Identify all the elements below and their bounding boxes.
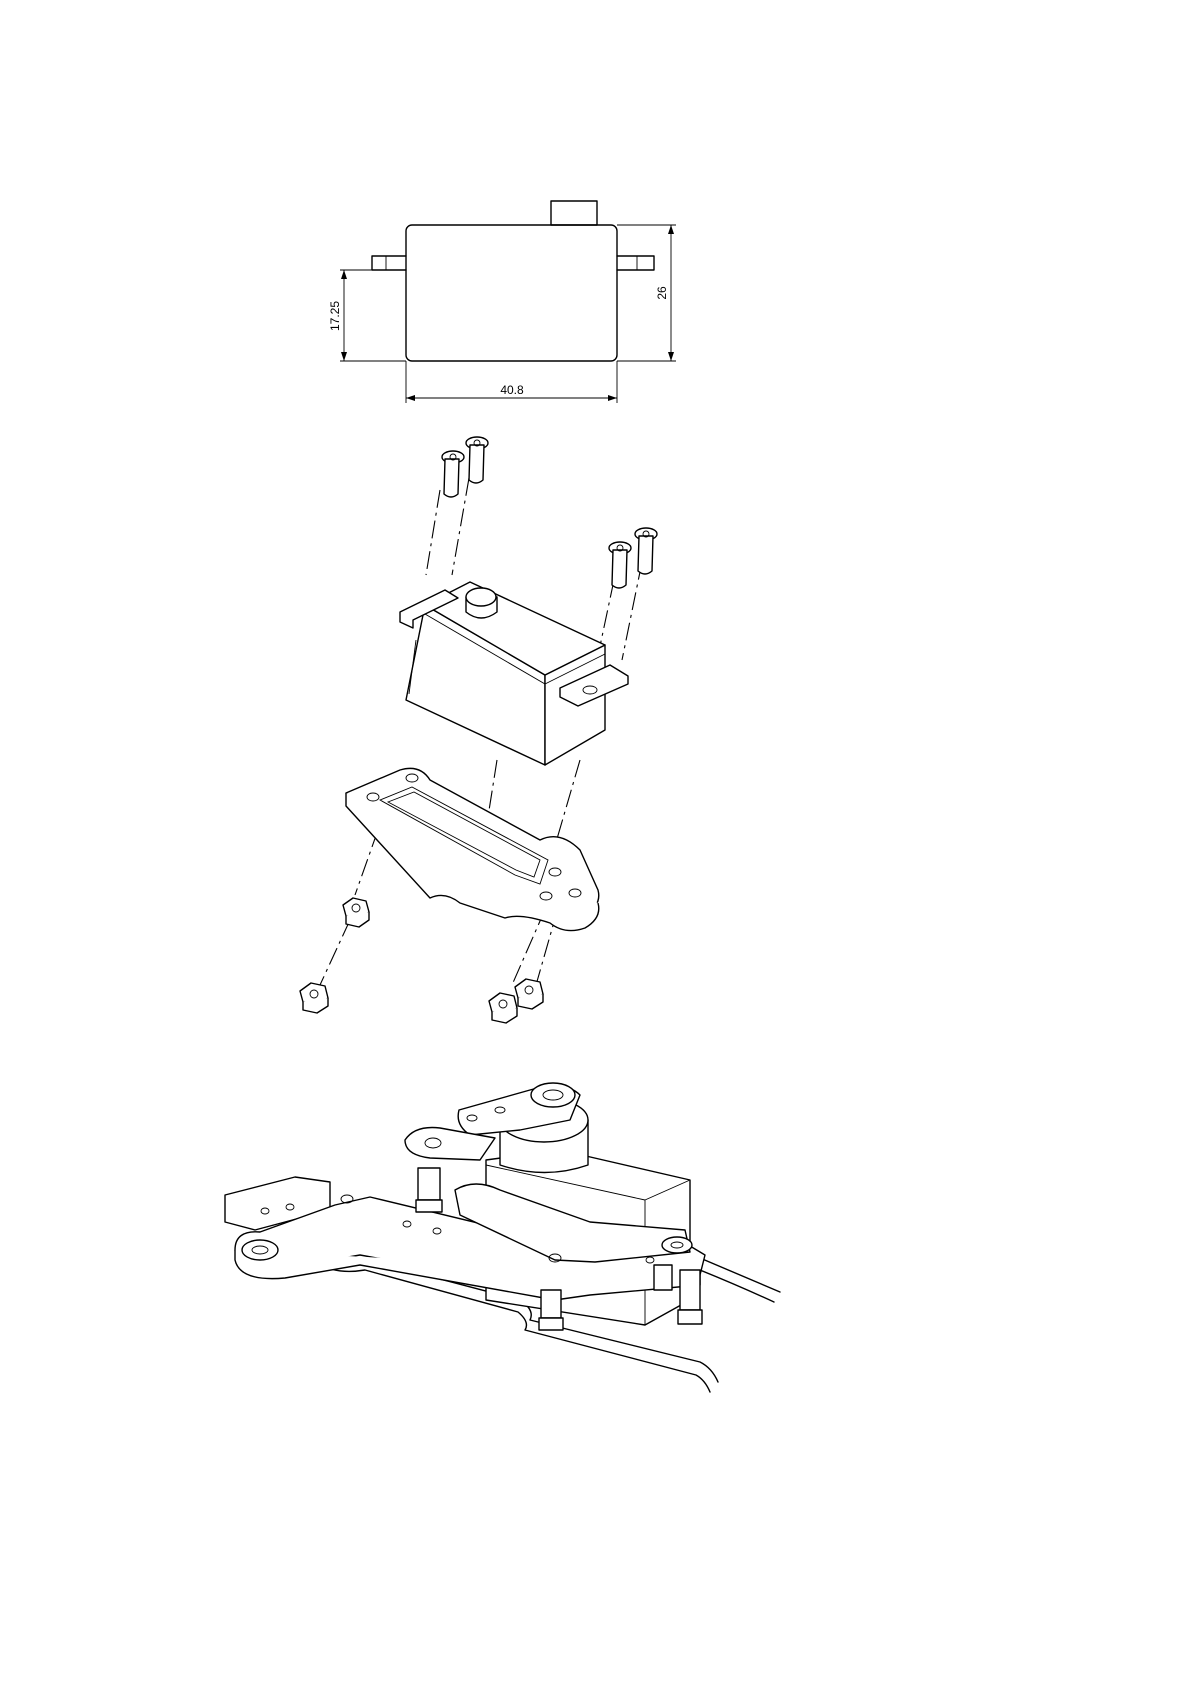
standoff — [654, 1265, 672, 1290]
servo-left-tab — [372, 256, 406, 270]
servo-output-shaft — [551, 201, 597, 225]
dimension-label-height: 26 — [655, 286, 669, 300]
standoff — [539, 1290, 563, 1330]
servo-body-outline — [406, 225, 617, 361]
mounting-plate — [346, 768, 599, 930]
nut — [300, 983, 328, 1013]
upper-bracket — [405, 1083, 580, 1160]
linkage-plate — [225, 1177, 705, 1300]
servo — [400, 582, 628, 765]
standoff — [416, 1168, 442, 1212]
screw — [609, 542, 631, 588]
dimension-label-width: 40.8 — [500, 383, 524, 397]
nut — [515, 979, 543, 1009]
chassis-plate — [315, 1252, 780, 1392]
screw — [442, 451, 464, 497]
servo-front-view — [372, 201, 654, 361]
nut — [343, 898, 369, 927]
standoff — [678, 1270, 702, 1324]
dimension-label-tab-height: 17.25 — [328, 301, 342, 331]
screw — [635, 528, 657, 574]
nut — [489, 993, 517, 1023]
assembly-centerlines — [320, 478, 642, 985]
screw — [466, 437, 488, 483]
servo-right-tab — [617, 256, 654, 270]
servo — [486, 1098, 690, 1325]
dimension-lines — [340, 225, 676, 403]
